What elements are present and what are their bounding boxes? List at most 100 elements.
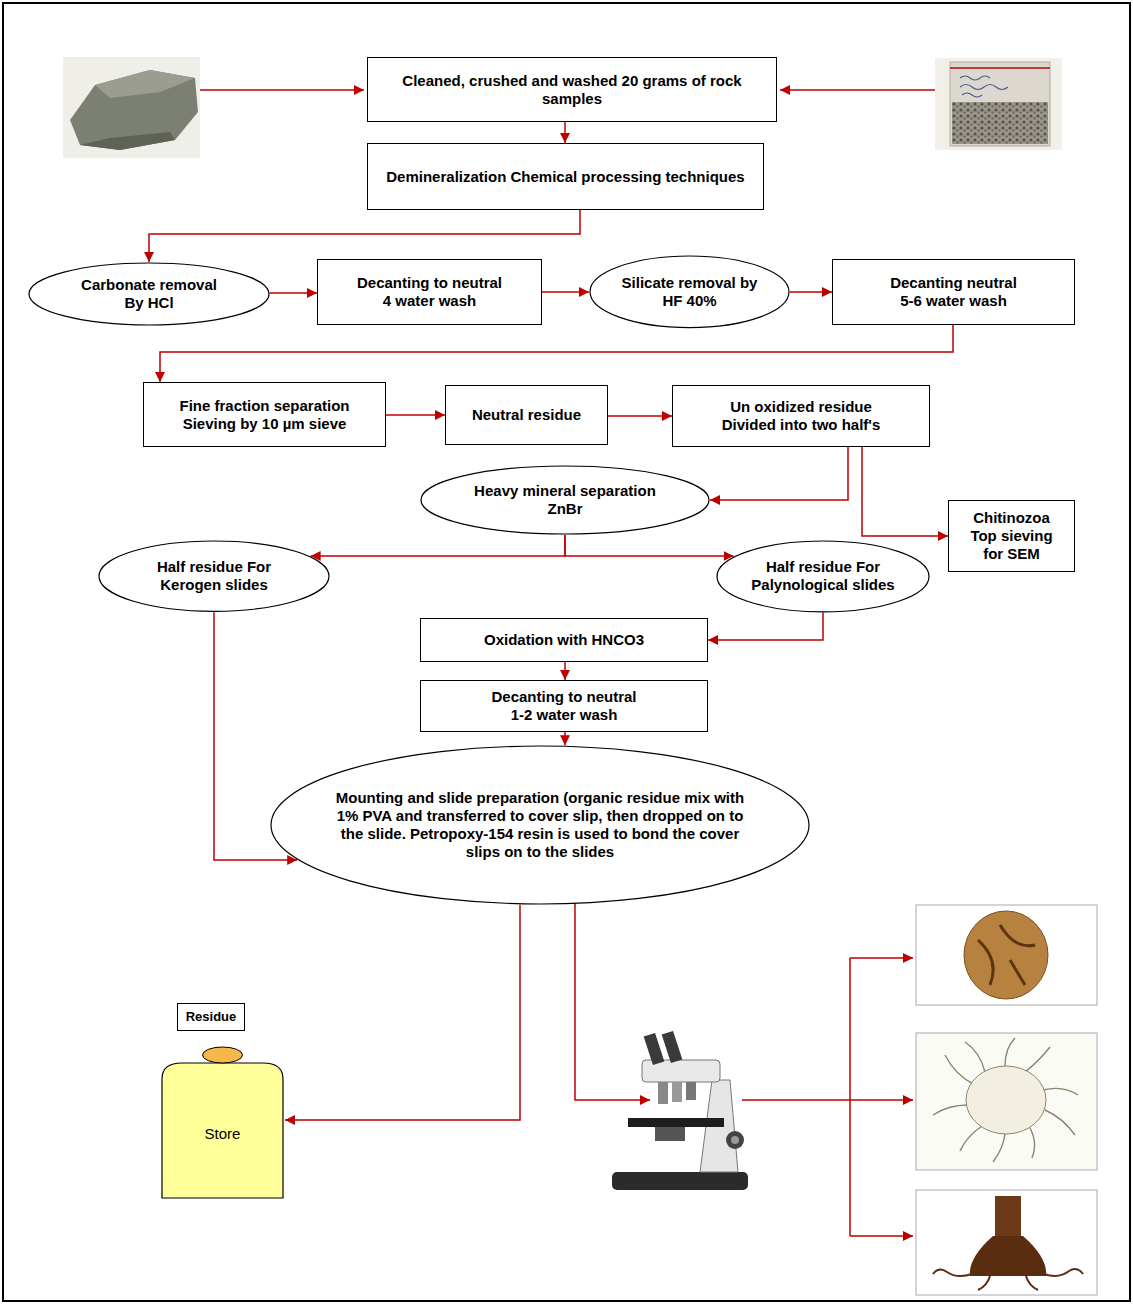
flow-arrow: [285, 905, 520, 1120]
flow-arrow: [149, 210, 580, 262]
flow-arrow: [862, 447, 948, 536]
flow-arrow: [160, 325, 953, 382]
node-text: Cleaned, crushed and washed 20 grams of …: [374, 72, 770, 108]
photo-ground: [63, 57, 200, 158]
microscope-eyepiece: [662, 1031, 683, 1063]
chitinozoan-neck: [995, 1196, 1021, 1238]
acritarch-body: [966, 1066, 1046, 1134]
spore-picture: [916, 905, 1097, 1005]
process-ellipse: Heavy mineral separation ZnBr: [420, 465, 710, 535]
bag-zip: [950, 67, 1050, 69]
sample-bag-photo: [935, 58, 1062, 150]
storage-jar: Store: [160, 1045, 285, 1200]
chitinozoan-picture: [916, 1190, 1097, 1295]
flow-arrow: [311, 535, 565, 556]
node-text: Heavy mineral separation ZnBr: [465, 482, 665, 518]
input-arrow: [780, 89, 935, 91]
node-text: Demineralization Chemical processing tec…: [386, 168, 744, 186]
process-ellipse: Mounting and slide preparation (organic …: [270, 745, 810, 905]
process-box: Decanting to neutral 1-2 water wash: [420, 680, 708, 732]
process-ellipse: Half residue For Kerogen slides: [98, 540, 330, 612]
node-text: Store: [205, 1125, 241, 1143]
ellipse-shape: [590, 256, 789, 328]
acritarch-spines: [933, 1038, 1078, 1162]
process-box: Chitinozoa Top sieving for SEM: [948, 500, 1075, 572]
ellipse-shape: [717, 541, 929, 612]
process-ellipse: Half residue For Palynological slides: [716, 540, 930, 613]
node-text: Oxidation with HNCO3: [484, 631, 644, 649]
flow-arrow: [542, 291, 589, 293]
flow-arrow: [790, 291, 832, 293]
to-microscope-arrow: [575, 895, 650, 1100]
microscope-base: [612, 1172, 748, 1190]
fossil-arrow: [850, 1235, 913, 1237]
input-arrow: [200, 89, 364, 91]
microscope-knob: [731, 1136, 739, 1144]
microscope-objective: [658, 1082, 668, 1104]
picture-frame: [916, 1190, 1097, 1295]
node-text: Fine fraction separation Sieving by 10 µ…: [165, 397, 365, 433]
node-text: Carbonate removal By HCl: [75, 276, 223, 312]
flow-arrow: [564, 732, 566, 745]
page-frame: [3, 3, 1130, 1301]
flow-arrow: [608, 415, 672, 417]
node-text: Chitinozoa Top sieving for SEM: [962, 509, 1062, 563]
node-text: Un oxidized residue Divided into two hal…: [711, 398, 891, 434]
handwriting-scribble: [960, 76, 1008, 97]
microscope-condenser: [655, 1127, 685, 1141]
picture-frame: [916, 1033, 1097, 1170]
process-box: Demineralization Chemical processing tec…: [367, 143, 764, 210]
spore-body: [964, 911, 1048, 999]
process-box: Fine fraction separation Sieving by 10 µ…: [143, 382, 386, 447]
node-text: Decanting to neutral 1-2 water wash: [489, 688, 640, 724]
gravel: [952, 102, 1048, 144]
ellipse-shape: [421, 466, 709, 534]
microscope-objective: [672, 1082, 682, 1102]
process-ellipse: Silicate removal by HF 40%: [589, 255, 790, 329]
node-text: Neutral residue: [472, 406, 581, 424]
process-box: Oxidation with HNCO3: [420, 618, 708, 662]
jar-body: [162, 1063, 283, 1198]
fossil-arrow: [850, 957, 913, 959]
node-text: Decanting neutral 5-6 water wash: [884, 274, 1024, 310]
spore-fold: [978, 925, 1035, 985]
jar-lid: [203, 1047, 243, 1063]
process-box: Decanting neutral 5-6 water wash: [832, 259, 1075, 325]
process-box: Cleaned, crushed and washed 20 grams of …: [367, 57, 777, 122]
node-text: Silicate removal by HF 40%: [617, 274, 762, 310]
ellipse-shape: [271, 746, 809, 904]
picture-frame: [916, 905, 1097, 1005]
flow-arrow: [708, 612, 823, 640]
node-text: Residue: [186, 1009, 237, 1025]
acritarch-picture: [916, 1033, 1097, 1170]
flow-arrow: [565, 535, 734, 556]
node-text: Half residue For Palynological slides: [746, 558, 900, 594]
chitinozoan-processes: [933, 1269, 1083, 1290]
chitinozoan-chamber: [970, 1236, 1046, 1276]
rock-shadow: [80, 132, 175, 150]
process-box: Neutral residue: [445, 385, 608, 445]
process-box: Un oxidized residue Divided into two hal…: [672, 385, 930, 447]
photo-ground: [935, 58, 1062, 150]
node-text: Decanting to neutral 4 water wash: [354, 274, 505, 310]
flow-arrow: [270, 292, 317, 294]
microscope-knob: [726, 1131, 744, 1149]
ellipse-shape: [99, 541, 329, 611]
fossil-arrow: [850, 1099, 913, 1101]
microscope-objective: [686, 1082, 696, 1100]
node-text: Half residue For Kerogen slides: [131, 558, 298, 594]
process-box: Residue: [177, 1003, 245, 1031]
flow-arrow: [710, 447, 848, 500]
rock-photo: [63, 57, 200, 158]
microscope-stage: [628, 1118, 724, 1127]
rock-body: [70, 70, 198, 150]
jar-outline: [160, 1045, 285, 1200]
bag-body: [950, 62, 1050, 146]
flow-arrow: [564, 122, 566, 143]
microscope-eyepiece: [644, 1033, 665, 1065]
flow-arrow: [386, 414, 445, 416]
fossil-leader: [742, 958, 850, 1236]
process-ellipse: Carbonate removal By HCl: [28, 262, 270, 326]
node-text: Mounting and slide preparation (organic …: [330, 789, 750, 861]
rock-facet: [95, 70, 195, 98]
